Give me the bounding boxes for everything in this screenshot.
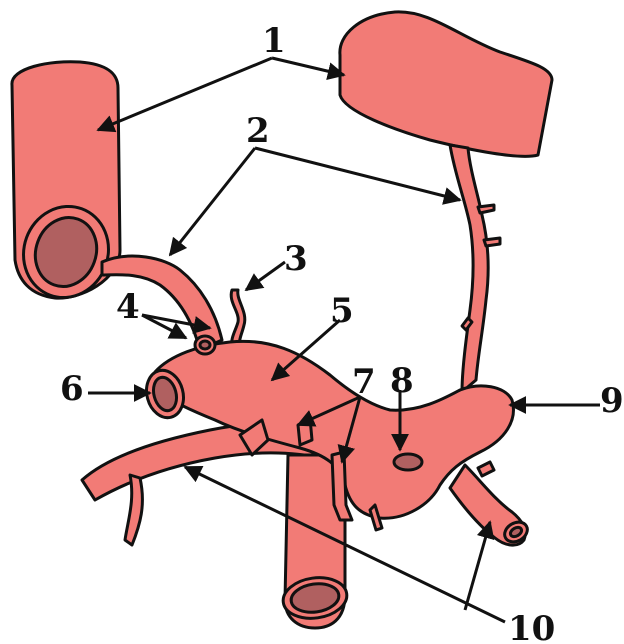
label-6: 6 (60, 369, 84, 409)
label-2: 2 (246, 111, 270, 151)
label-10: 10 (508, 609, 555, 644)
label-9: 9 (600, 381, 624, 421)
right-descending-branch (450, 145, 500, 392)
upper-right-large-vessel (340, 12, 552, 156)
label-1: 1 (262, 21, 286, 61)
label-8: 8 (390, 361, 414, 401)
label-4: 4 (116, 287, 140, 327)
label-5: 5 (330, 291, 354, 331)
label-7: 7 (352, 362, 376, 402)
small-branch-3 (231, 290, 245, 348)
right-lower-branch (450, 462, 531, 546)
label-3: 3 (284, 239, 308, 279)
